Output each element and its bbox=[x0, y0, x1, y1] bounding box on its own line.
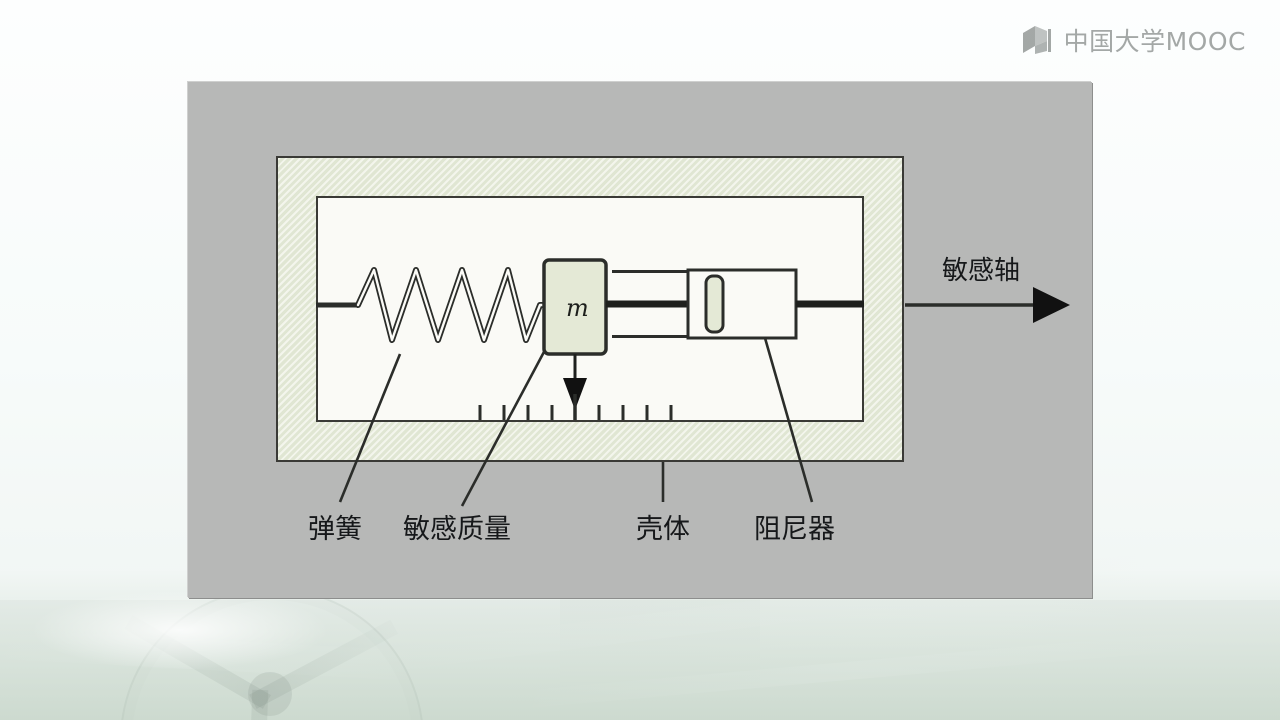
label-spring: 弹簧 bbox=[308, 514, 362, 545]
mooc-logo[interactable]: 中国大学MOOC bbox=[1022, 22, 1246, 58]
leader-line-spring bbox=[338, 353, 402, 503]
mass-symbol: m bbox=[566, 294, 589, 322]
dashpot-icon bbox=[612, 268, 864, 340]
label-sensitive-axis: 敏感轴 bbox=[942, 256, 1021, 286]
accelerometer-diagram: m 弹簧 敏感质量 壳体 阻尼器 敏感轴 bbox=[188, 82, 1092, 598]
diagram-linework bbox=[316, 258, 1070, 507]
right-arrow-icon bbox=[905, 287, 1070, 323]
coil-spring-icon bbox=[316, 267, 563, 343]
ruler-ticks-icon bbox=[478, 394, 673, 420]
diagram-panel: m 弹簧 敏感质量 壳体 阻尼器 敏感轴 bbox=[188, 82, 1092, 598]
leader-line-mass bbox=[460, 349, 547, 507]
leader-line-damper bbox=[763, 337, 814, 503]
mooc-logo-text: 中国大学MOOC bbox=[1063, 27, 1246, 56]
label-damper: 阻尼器 bbox=[754, 514, 835, 545]
label-mass: 敏感质量 bbox=[403, 514, 511, 545]
label-case: 壳体 bbox=[636, 514, 690, 545]
mooc-cube-icon bbox=[1022, 26, 1051, 54]
